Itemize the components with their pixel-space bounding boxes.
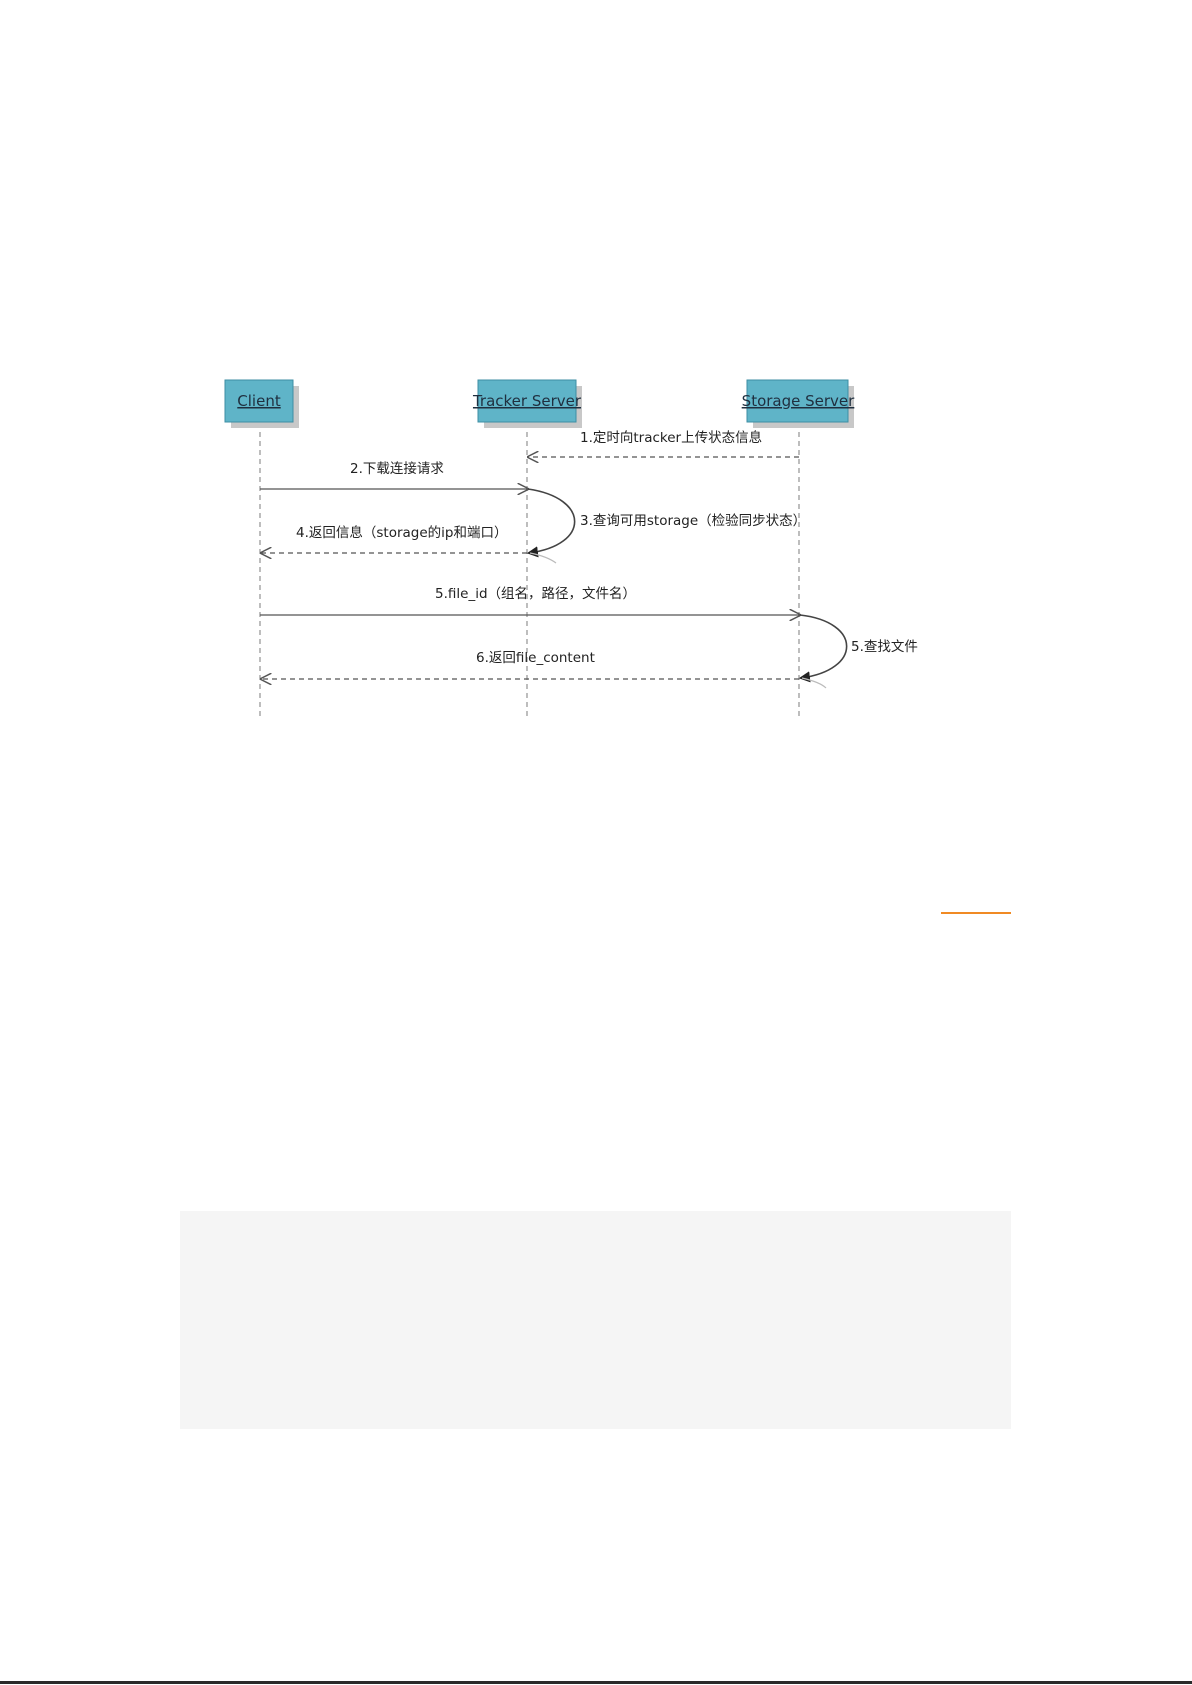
message-6-label: 6.返回file_content (476, 650, 595, 666)
link-underline[interactable] (941, 912, 1011, 914)
actor-client: Client (225, 380, 299, 428)
message-1-label: 1.定时向tracker上传状态信息 (580, 429, 762, 446)
message-2-label: 2.下载连接请求 (350, 460, 444, 477)
code-block (180, 1211, 1011, 1429)
message-5b-arrow (800, 615, 847, 678)
message-4-label: 4.返回信息（storage的ip和端口） (296, 524, 507, 541)
message-5b-label: 5.查找文件 (851, 639, 918, 655)
actor-storage: Storage Server (742, 380, 855, 428)
actor-storage-label: Storage Server (742, 392, 855, 410)
actor-client-label: Client (237, 392, 281, 410)
message-5b-return-tick (802, 678, 826, 688)
message-5-label: 5.file_id（组名，路径，文件名） (435, 586, 636, 602)
actor-tracker: Tracker Server (472, 380, 582, 428)
actor-tracker-label: Tracker Server (472, 392, 582, 410)
message-3-arrow (528, 489, 575, 553)
page-bottom-rule (0, 1681, 1192, 1684)
message-3-label: 3.查询可用storage（检验同步状态） (580, 513, 806, 529)
message-3-return-tick (530, 553, 556, 563)
sequence-diagram: Client Tracker Server Storage Server 1.定… (0, 0, 1192, 760)
